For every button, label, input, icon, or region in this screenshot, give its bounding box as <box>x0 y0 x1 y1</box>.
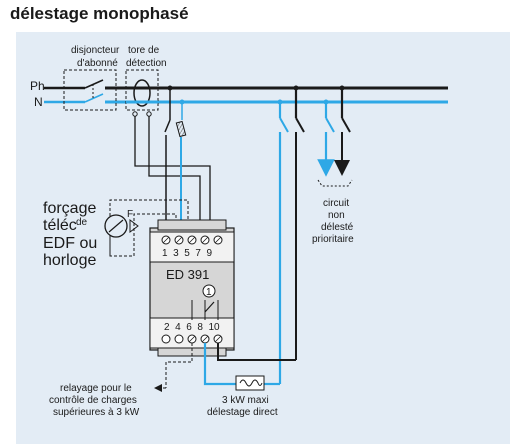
relay-note-line1: relayage pour le <box>60 383 132 394</box>
output-wiring <box>154 343 296 392</box>
load-label-line2: délestage direct <box>207 407 278 418</box>
force-label-line2b: de <box>76 217 88 228</box>
load-branch <box>277 85 305 384</box>
priority-branch <box>317 85 353 187</box>
circuit-label-line3: délesté <box>321 222 354 233</box>
circuit-label-line4: prioritaire <box>312 234 354 245</box>
relay-note-line3: supérieures à 3 kW <box>53 407 140 418</box>
device-supply-breaker <box>164 85 187 230</box>
force-label-line3: EDF ou <box>43 235 97 252</box>
device-name: ED 391 <box>166 267 209 282</box>
relay-note-line2: contrôle de charges <box>49 395 137 406</box>
main-breaker <box>63 69 117 111</box>
bottom-terminal-numbers: 2 4 6 8 10 <box>164 322 220 333</box>
phase-label: Ph <box>30 79 45 93</box>
force-label-line4: horloge <box>43 252 96 269</box>
diagram-title: délestage monophasé <box>10 4 189 23</box>
top-terminal-numbers: 1 3 5 7 9 <box>162 248 212 259</box>
neutral-label: N <box>34 95 43 109</box>
forcing-contact <box>104 199 189 257</box>
relay-number: 1 <box>206 287 212 298</box>
torus-leads <box>132 111 211 230</box>
breaker-label-line2: d'abonné <box>77 58 118 69</box>
internal-relay <box>191 284 219 320</box>
force-label-line2: téléc <box>43 217 77 234</box>
detection-torus <box>125 69 159 111</box>
bottom-terminal-block <box>161 334 223 344</box>
breaker-label-line1: disjoncteur <box>71 45 120 56</box>
top-terminal-block <box>161 235 223 245</box>
circuit-label-line2: non <box>328 210 345 221</box>
load-label-line1: 3 kW maxi <box>222 395 269 406</box>
f-symbol: F <box>127 209 133 220</box>
torus-label-line1: tore de <box>128 45 160 56</box>
circuit-label-line1: circuit <box>323 198 349 209</box>
force-label-line1: forçage <box>43 200 96 217</box>
torus-label-line2: détection <box>126 58 167 69</box>
